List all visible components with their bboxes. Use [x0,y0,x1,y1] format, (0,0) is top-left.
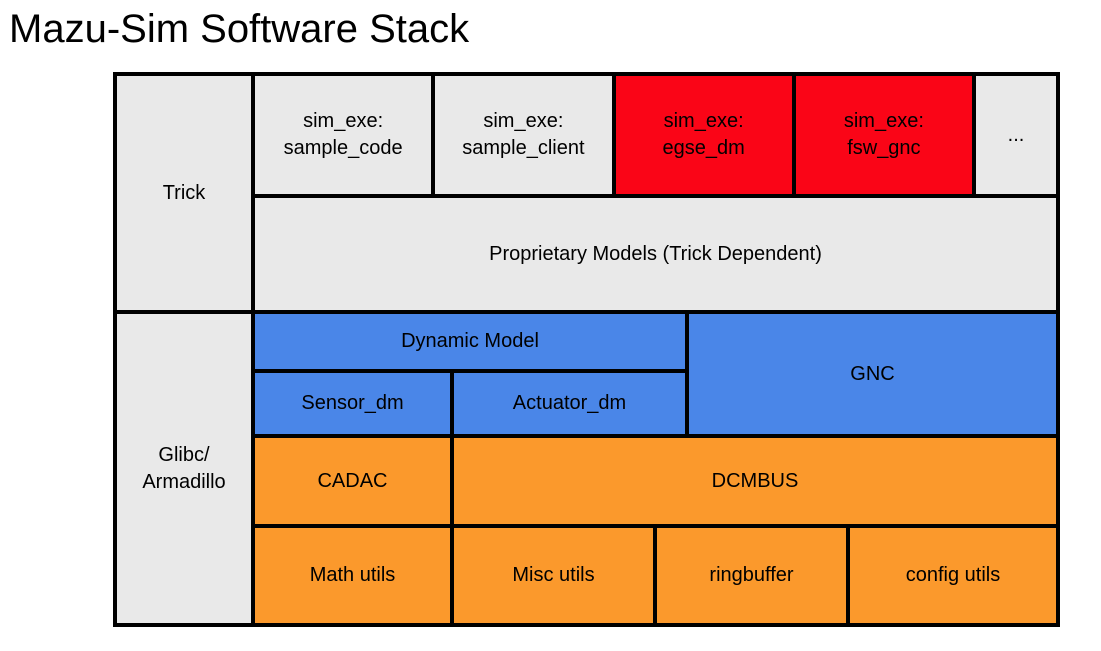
box-ringbuffer: ringbuffer [657,528,846,623]
box-math-utils: Math utils [255,528,450,623]
box-proprietary-models: Proprietary Models (Trick Dependent) [255,198,1056,310]
box-glibc-armadillo: Glibc/ Armadillo [117,314,251,623]
box-trick: Trick [117,76,251,310]
page-title: Mazu-Sim Software Stack [9,7,470,51]
executables-row: sim_exe: sample_code sim_exe: sample_cli… [255,76,1056,194]
box-sim-exe-fsw-gnc: sim_exe: fsw_gnc [795,76,972,194]
box-more-executables: ... [976,76,1056,194]
box-sensor-dm: Sensor_dm [255,373,450,434]
box-dcmbus: DCMBUS [454,438,1056,524]
box-config-utils: config utils [850,528,1056,623]
dm-sub-row: Sensor_dm Actuator_dm [255,373,685,434]
box-misc-utils: Misc utils [454,528,653,623]
box-sim-exe-sample-client: sim_exe: sample_client [435,76,612,194]
box-sim-exe-egse-dm: sim_exe: egse_dm [615,76,792,194]
models-row: Dynamic Model Sensor_dm Actuator_dm GNC [255,314,1056,434]
box-actuator-dm: Actuator_dm [454,373,685,434]
middleware-row: CADAC DCMBUS [255,438,1056,524]
platform-column: Trick Glibc/ Armadillo [117,76,251,623]
box-sim-exe-sample-code: sim_exe: sample_code [255,76,432,194]
dynamic-model-group: Dynamic Model Sensor_dm Actuator_dm [255,314,685,434]
stack-content-column: sim_exe: sample_code sim_exe: sample_cli… [255,76,1056,623]
utils-row: Math utils Misc utils ringbuffer config … [255,528,1056,623]
box-dynamic-model: Dynamic Model [255,314,685,369]
box-cadac: CADAC [255,438,450,524]
proprietary-models-row: Proprietary Models (Trick Dependent) [255,198,1056,310]
box-gnc: GNC [689,314,1056,434]
software-stack-diagram: Trick Glibc/ Armadillo sim_exe: sample_c… [113,72,1060,627]
